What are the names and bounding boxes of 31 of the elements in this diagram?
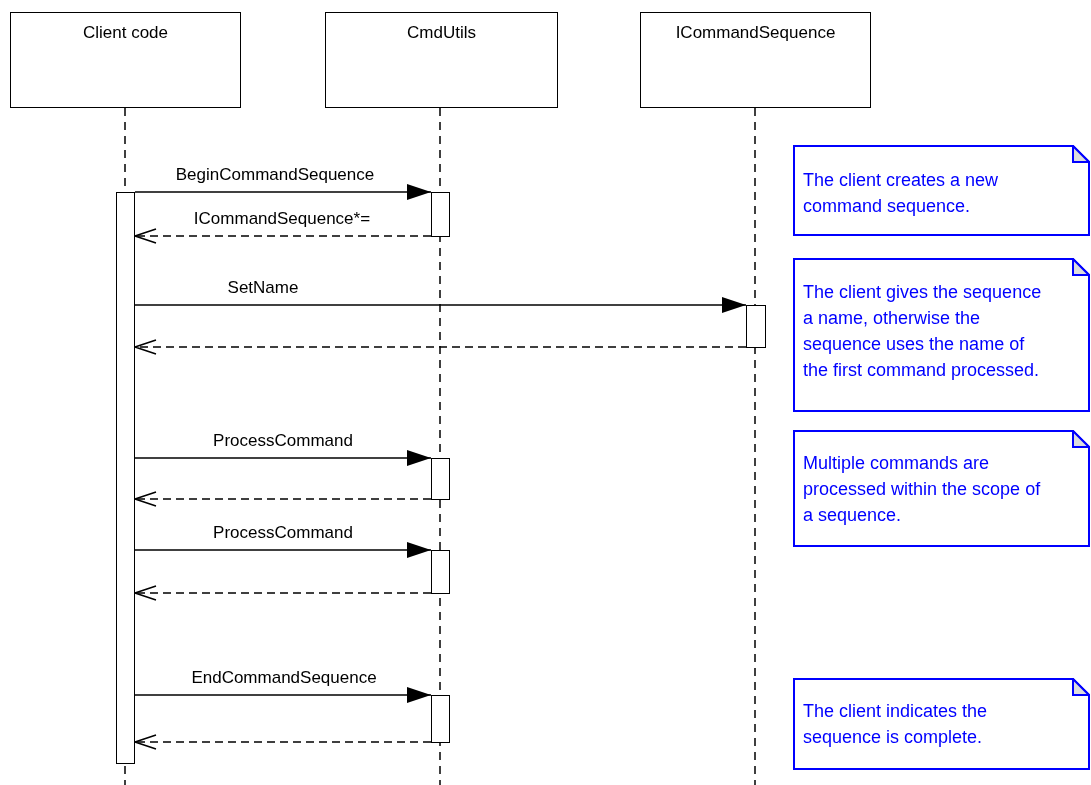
activation-bar (431, 192, 450, 237)
return-arrow (134, 228, 432, 244)
message-arrow (134, 450, 432, 466)
message-arrow (134, 542, 432, 558)
note-text: The client gives the sequence a name, otherwise the sequence uses the name of the first command processed. (803, 281, 1043, 382)
return-arrow (134, 585, 432, 601)
message-arrow (134, 184, 432, 200)
activation-bar (431, 550, 450, 594)
activation-bar (431, 695, 450, 743)
note-text: The client creates a new command sequence. (803, 169, 1000, 218)
message-arrow (134, 297, 747, 313)
return-arrow (134, 734, 432, 750)
activation-bar (116, 192, 135, 764)
note-text: The client indicates the sequence is complete. (803, 700, 989, 749)
note-text: Multiple commands are processed within the scope of a sequence. (803, 452, 1042, 527)
participant-name: CmdUtils (407, 23, 476, 42)
return-arrow (134, 491, 432, 507)
participant-name: ICommandSequence (675, 23, 836, 42)
participant-box (325, 12, 558, 108)
participant-box (10, 12, 241, 108)
activation-bar (431, 458, 450, 500)
note (793, 145, 1090, 236)
note (793, 430, 1090, 547)
participant-name: Client code (82, 23, 169, 42)
activation-bar (746, 305, 766, 348)
message-arrow (134, 687, 432, 703)
note (793, 258, 1090, 412)
return-arrow (134, 339, 747, 355)
message-label: EndCommandSequence (189, 668, 379, 688)
participant-box (640, 12, 871, 108)
note (793, 678, 1090, 770)
